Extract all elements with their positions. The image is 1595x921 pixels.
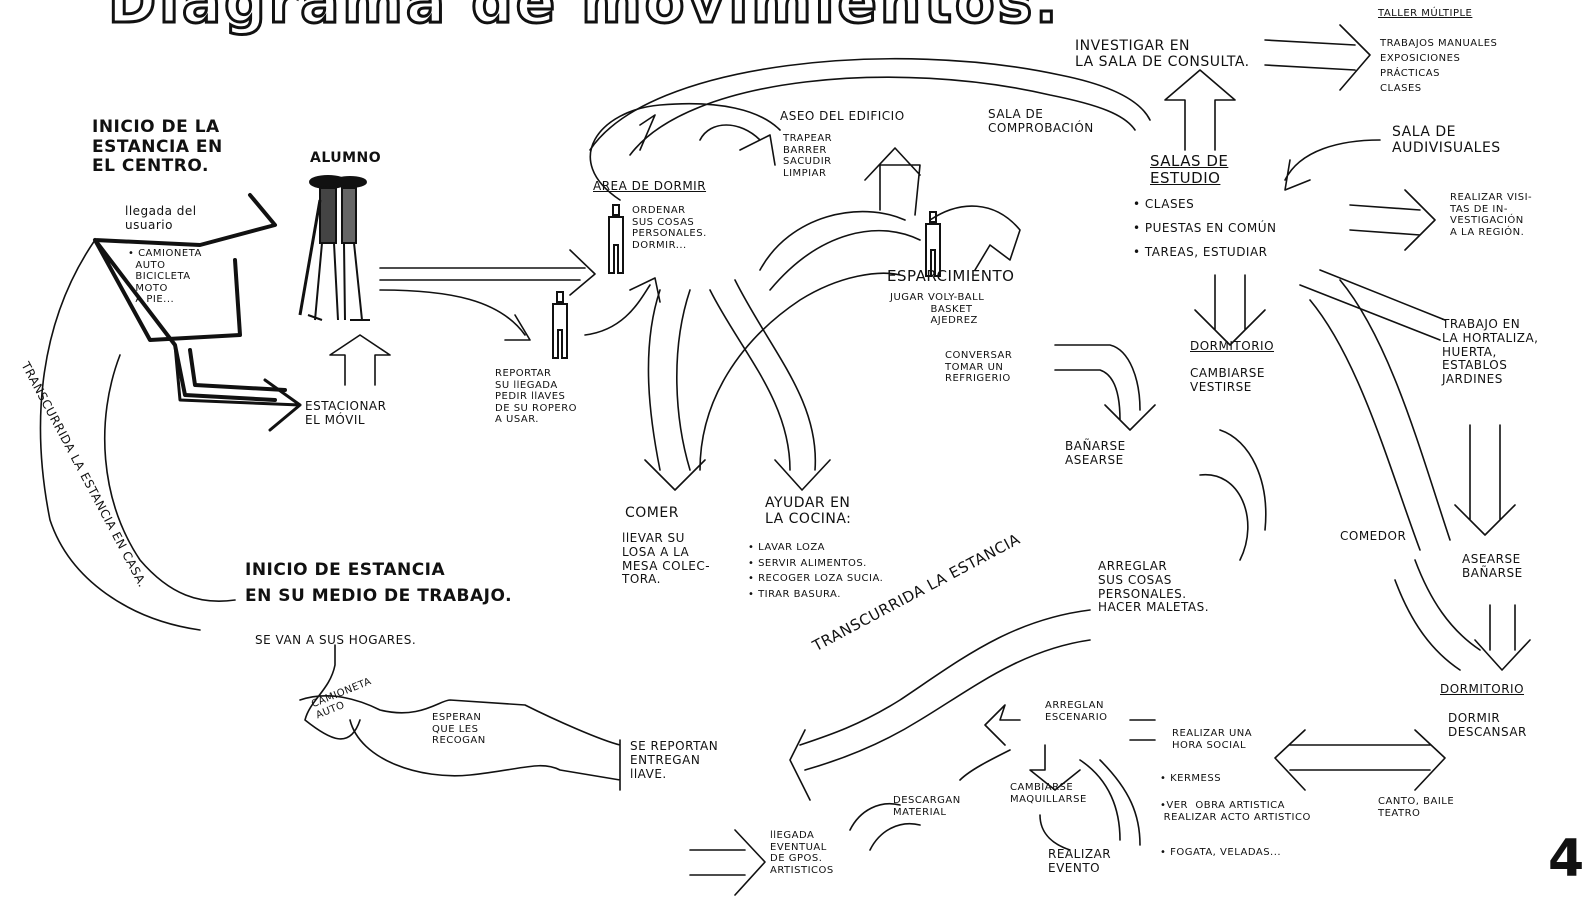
cocina-title: AYUDAR EN LA COCINA: [765, 495, 852, 528]
se-reportan-label: SE REPORTAN ENTREGAN llAVE. [630, 739, 719, 781]
long-right-curve [1309, 279, 1451, 551]
alumno-label: ALUMNO [310, 150, 382, 166]
visitas-arrow [1349, 189, 1436, 251]
cambiarse-curves [959, 744, 1141, 846]
estacionar-up-arrow [329, 334, 391, 386]
sala-comprobacion: SALA DE COMPROBACIÓN [988, 107, 1094, 135]
dormir-loop [589, 102, 781, 201]
esparcimiento-title: ESPARCIMIENTO [887, 267, 1015, 285]
person-icon [925, 211, 941, 277]
banarse-label: BAÑARSE ASEARSE [1065, 439, 1126, 467]
llegada-grupos-label: llEGADA EVENTUAL DE GPOS. ARTISTICOS [770, 830, 834, 876]
to-banarse-arrow [1054, 344, 1156, 431]
taller-items: TRABAJOS MANUALES EXPOSICIONES PRÁCTICAS… [1380, 38, 1498, 94]
hora-social-obra: •VER OBRA ARTISTICA REALIZAR ACTO ARTIST… [1160, 800, 1311, 823]
person-icon [608, 204, 624, 274]
home-loop [299, 644, 621, 791]
hortaliza-arrow [1299, 269, 1446, 341]
hora-social-kermess: • KERMESS [1160, 773, 1222, 784]
salas-estudio-title: SALAS DE ESTUDIO [1150, 152, 1229, 188]
evento-label: REALIZAR EVENTO [1048, 847, 1112, 875]
hora-social-canto: CANTO, BAILE TEATRO [1378, 796, 1455, 819]
comedor-curve [1394, 559, 1481, 671]
escenario-arrows [984, 704, 1156, 746]
inicio-trabajo-title: INICIO DE ESTANCIA EN SU MEDIO DE TRABAJ… [245, 560, 513, 606]
reportar-label: REPORTAR SU llEGADA PEDIR llAVES DE SU R… [495, 368, 578, 425]
hortaliza-down-arrow [1454, 424, 1516, 536]
asearse2-label: ASEARSE BAÑARSE [1462, 552, 1523, 580]
area-dormir-items: ORDENAR SUS COSAS PERSONALES. DORMIR... [632, 205, 707, 251]
hora-social-title: REALIZAR UNA HORA SOCIAL [1172, 728, 1253, 751]
person-icon [552, 291, 568, 359]
to-cocina-arrow [709, 279, 831, 491]
llegada-usuario: llegada del usuario [125, 204, 197, 232]
study-down-arrow [1194, 274, 1266, 346]
inicio-centro-title: INICIO DE LA ESTANCIA EN EL CENTRO. [92, 117, 223, 177]
descargan-curve [849, 803, 921, 851]
cambiarse-label: CAMBIARSE MAQUILLARSE [1010, 782, 1087, 805]
dormitorio2-title: DORMITORIO [1440, 682, 1525, 696]
esparcimiento-curves [759, 205, 1021, 291]
descargan-label: DESCARGAN MATERIAL [893, 795, 961, 818]
aseo-title: ASEO DEL EDIFICIO [780, 109, 905, 123]
cocina-items: • LAVAR LOZA • SERVIR ALIMENTOS. • RECOG… [748, 542, 884, 600]
transcurrida-casa-path [39, 239, 201, 631]
to-reportar-arrow [379, 289, 531, 341]
investigar-taller-arrow [1264, 24, 1371, 91]
salas-estudio-items: • CLASES • PUESTAS EN COMÚN • TAREAS, ES… [1133, 197, 1277, 259]
dormitorio1-title: DORMITORIO [1190, 339, 1275, 353]
dormitorio1-items: CAMBIARSE VESTIRSE [1190, 366, 1265, 394]
investigar-label: INVESTIGAR EN LA SALA DE CONSULTA. [1075, 38, 1250, 71]
evento-arrow [1039, 814, 1071, 851]
to-dormitorio2-arrow [1474, 604, 1531, 671]
reportar-to-dormir [584, 277, 661, 336]
aseo-items: TRAPEAR BARRER SACUDIR LIMPIAR [783, 133, 833, 179]
estacionar-label: ESTACIONAR EL MÓVIL [305, 399, 387, 427]
dormitorio2-items: DORMIR DESCANSAR [1448, 711, 1527, 739]
dormitorio-arrow [1199, 429, 1267, 561]
area-dormir-title: AREA DE DORMIR [593, 179, 707, 193]
arreglar-label: ARREGLAR SUS COSAS PERSONALES. HACER MAL… [1098, 559, 1210, 615]
cocina-return [699, 272, 901, 471]
page-number: 4 [1548, 829, 1585, 889]
comer-items: llEVAR SU LOSA A LA MESA COLEC- TORA. [622, 531, 711, 587]
hora-social-fogata: • FOGATA, VELADAS... [1160, 847, 1282, 858]
esparcimiento-jugar: JUGAR VOLY-BALL BASKET AJEDREZ [890, 292, 985, 326]
modos-transporte: • CAMIONETA AUTO BICICLETA MOTO A PIE... [128, 248, 202, 305]
to-dormir-arrow [379, 249, 596, 296]
page-title: Diagrama de movimientos. [106, 0, 1061, 38]
hortaliza-label: TRABAJO EN LA HORTALIZA, HUERTA, ESTABLO… [1442, 317, 1539, 387]
transcurrida-path [789, 609, 1091, 801]
top-arc [589, 57, 1151, 156]
comedor-label: COMEDOR [1340, 529, 1407, 543]
aseo-arrow [864, 147, 921, 216]
visitas-label: REALIZAR VISI- TAS DE IN- VESTIGACIÓN A … [1450, 192, 1533, 238]
escenario-label: ARREGLAN ESCENARIO [1045, 700, 1108, 723]
comer-title: COMER [625, 505, 679, 521]
dormitorio2-social-arrow [1274, 729, 1446, 791]
to-comer-arrow [644, 289, 706, 491]
inicio-trabajo-sub: SE VAN A SUS HOGARES. [255, 633, 417, 647]
students-figure-icon [298, 175, 370, 321]
transcurrida-casa-inner [103, 354, 236, 602]
taller-title: TALLER MÚLTIPLE [1378, 8, 1473, 19]
llegada-arrow [689, 829, 766, 896]
esparcimiento-conversar: CONVERSAR TOMAR UN REFRIGERIO [945, 350, 1013, 384]
park-arrow [173, 343, 302, 432]
audiovisuales-label: SALA DE AUDIVISUALES [1392, 124, 1501, 157]
audiovisuales-arrow [1284, 139, 1381, 191]
study-up-arrow [1164, 69, 1236, 151]
esperan-label: ESPERAN QUE LES RECOGAN [432, 712, 486, 746]
